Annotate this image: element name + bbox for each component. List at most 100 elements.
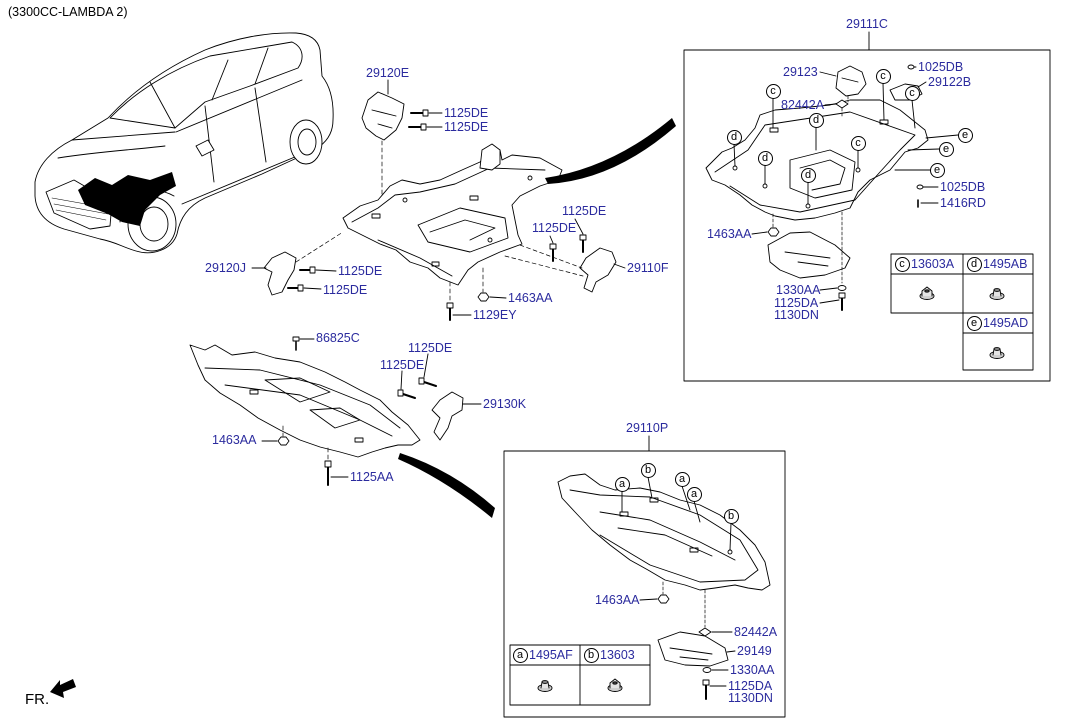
- cover-rib: [617, 527, 713, 557]
- callout-letter: d: [800, 167, 816, 183]
- main-plate-slot: [431, 261, 440, 267]
- leader-line: [574, 218, 584, 235]
- vehicle-glasshouse: [109, 41, 303, 129]
- bolt-icon: [397, 389, 416, 399]
- clip-1495ab-icon: [989, 288, 1005, 300]
- vehicle-grille: [45, 179, 113, 230]
- leader-line: [549, 235, 554, 244]
- part-number-clip: 86825C: [316, 331, 360, 345]
- plate-slot: [769, 127, 779, 133]
- clip-1495af-icon: [537, 680, 553, 692]
- component-82442a: 82442A: [734, 625, 778, 639]
- callout-letter: a: [686, 486, 702, 502]
- callout-leader: [911, 99, 916, 129]
- vehicle-beltline: [175, 79, 303, 133]
- engine-variant-label: (3300CC-LAMBDA 2): [8, 5, 128, 19]
- legend-table-29110p: [509, 644, 651, 706]
- leader-line: [819, 287, 838, 291]
- assembly-frame: [683, 49, 1051, 382]
- component-1330aa: 1330AA: [730, 663, 775, 677]
- dashed-guide: [519, 244, 583, 269]
- leader-line: [824, 103, 837, 106]
- washer-icon: [702, 667, 712, 673]
- component-1130dn: 1130DN: [728, 691, 773, 705]
- main-plate-lower-rim: [377, 239, 453, 277]
- part-number-29120e: 29120E: [366, 66, 410, 80]
- nut-icon: [277, 436, 290, 446]
- main-plate-hole: [487, 237, 493, 243]
- leader-line: [751, 231, 768, 235]
- vehicle-sill-line: [181, 153, 303, 205]
- leader-line: [400, 370, 403, 390]
- cover-slot: [689, 547, 699, 553]
- vehicle-c-pillar: [254, 47, 269, 85]
- main-plate-hole: [527, 175, 533, 181]
- leader-line: [726, 650, 736, 653]
- bolt-icon: [410, 109, 429, 117]
- component-1330aa: 1330AA: [776, 283, 821, 297]
- grommet-icon: [907, 64, 915, 70]
- component-29149: 29149: [737, 644, 772, 658]
- assembly-title-29110p: 29110P: [626, 421, 669, 435]
- front-cover-recess: [264, 377, 331, 403]
- left-bracket-29120j: [263, 251, 297, 296]
- callout-letter: a: [614, 476, 630, 492]
- front-direction-arrow-icon: [50, 679, 76, 698]
- assembly-29111c-box: [683, 31, 1051, 382]
- part-number-bolt: 1125DE: [380, 358, 425, 372]
- callout-leader: [647, 476, 653, 499]
- front-direction-label: FR.: [25, 691, 50, 708]
- part-number-bolt: 1125DE: [323, 283, 368, 297]
- part-number-bolt: 1125DE: [562, 204, 607, 218]
- nut-icon: [477, 292, 490, 302]
- part-number-bolt: 1125DE: [444, 120, 489, 134]
- callout-letter: c: [765, 83, 781, 99]
- reference-swoosh: [545, 118, 676, 184]
- plate-rim: [714, 111, 916, 213]
- callout-leader: [925, 134, 959, 139]
- leader-line: [917, 81, 927, 88]
- part-number-bolt: 1125DE: [338, 264, 383, 278]
- component-1125da: 1125DA: [774, 296, 819, 310]
- component-1025db: 1025DB: [918, 60, 964, 74]
- bracket-29149: [657, 631, 729, 667]
- part-number-nut: 1463AA: [508, 291, 553, 305]
- callout-letter: a: [674, 471, 690, 487]
- front-under-cover: [189, 344, 421, 458]
- upper-bracket-29120e: [361, 91, 405, 141]
- part-number-nut: 1463AA: [212, 433, 257, 447]
- bracket-plate-detail: [784, 251, 831, 267]
- leader-line: [613, 263, 626, 269]
- legend-key: c: [894, 256, 910, 272]
- component-1416rd: 1416RD: [940, 196, 986, 210]
- main-plate-rib: [429, 219, 496, 241]
- assembly-title-29111c: 29111C: [846, 17, 888, 31]
- bolt-icon: [579, 234, 587, 253]
- leader-line: [423, 353, 429, 378]
- callout-letter: d: [757, 150, 773, 166]
- vehicle-illustration: [34, 32, 334, 254]
- callout-letter: c: [875, 68, 891, 84]
- callout-letter: c: [904, 85, 920, 101]
- legend-part-number: 1495AD: [983, 316, 1029, 330]
- bracket-detail: [841, 77, 859, 83]
- bolt-icon: [299, 266, 316, 274]
- vehicle-door-line-rear: [254, 87, 267, 163]
- leader-line: [639, 598, 658, 601]
- cover-rim: [569, 489, 759, 583]
- callout-letter: e: [938, 141, 954, 157]
- bolt-icon: [702, 679, 710, 700]
- component-1130dn: 1130DN: [774, 308, 819, 322]
- legend-table-29111c: [890, 253, 1034, 371]
- component-82442a: 82442A: [781, 98, 825, 112]
- plate-rib: [799, 159, 846, 191]
- bracket-detail: [669, 647, 713, 661]
- leader-line: [819, 299, 840, 304]
- component-1025db: 1025DB: [940, 180, 986, 194]
- legend-part-number: 13603: [600, 648, 635, 662]
- callout-letter: d: [726, 129, 742, 145]
- front-cover-recess: [309, 407, 361, 429]
- leader-line: [303, 287, 322, 290]
